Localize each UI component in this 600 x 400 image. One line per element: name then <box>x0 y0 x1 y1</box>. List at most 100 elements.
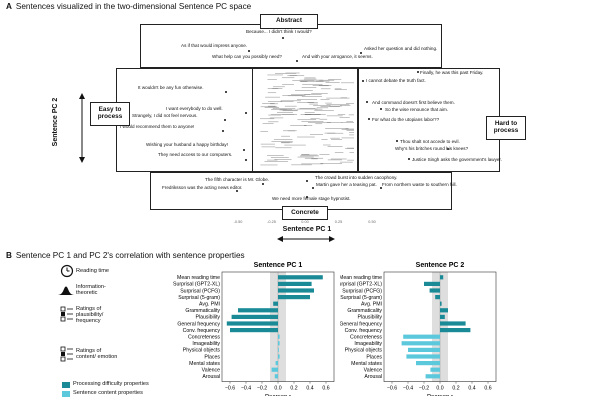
x-tick-label: -0.50 <box>234 220 243 224</box>
correlation-bar <box>278 334 280 339</box>
category-label: General frequency <box>340 321 382 327</box>
x-tick-label: −0.2 <box>419 386 429 392</box>
category-label: Surprisal (PCFG) <box>180 288 220 294</box>
sentence-point <box>262 183 265 186</box>
hard-sentence: Why's his britches round his knees? <box>395 146 469 151</box>
concrete-sentence: Martin gave her a teasing pat. <box>316 182 377 187</box>
category-label: Conv. frequency <box>345 328 383 334</box>
correlation-bar <box>230 328 278 333</box>
hard-sentence: I cannot debate the truth fact. <box>366 78 426 83</box>
group-label: Ratings of plausibility/ frequency <box>76 306 104 325</box>
panel-b-letter: B <box>6 251 12 260</box>
correlation-bar <box>278 347 279 352</box>
correlation-bar <box>401 341 440 346</box>
x-tick-label: −0.4 <box>403 386 413 392</box>
legend-label-processing: Processing difficulty properties <box>73 381 149 387</box>
category-label: Imageability <box>354 341 382 347</box>
category-label: Surprisal (5-gram) <box>178 295 220 301</box>
sentence-point <box>396 140 399 143</box>
category-label: Plausibility <box>357 315 382 321</box>
x-tick-label: 0.2 <box>452 386 459 392</box>
sentence-point <box>360 52 363 55</box>
legend-swatch-processing <box>62 382 70 388</box>
panel-b-heading: Sentence PC 1 and PC 2's correlation wit… <box>15 251 245 260</box>
x-tick-label: 0.00 <box>301 220 308 224</box>
category-label: Surprisal (GPT2-XL) <box>340 282 382 288</box>
category-label: Concreteness <box>350 335 382 341</box>
legend-label-content: Sentence content properties <box>73 390 143 396</box>
clock-icon <box>60 264 74 278</box>
category-label: Valence <box>202 368 220 374</box>
category-label: Mental states <box>351 361 382 367</box>
x-tick-label: 0.4 <box>468 386 475 392</box>
y-axis-arrow <box>79 93 85 163</box>
sentence-point <box>224 119 227 122</box>
correlation-bar <box>275 361 278 366</box>
concrete-sentence: The fifth character is Mr. Globe. <box>205 177 270 182</box>
x-tick-label: -0.25 <box>267 220 276 224</box>
concrete-sentence: The crowd burst into sudden cacophony. <box>315 175 398 180</box>
abstract-sentence: Because... I didn't think I would? <box>246 29 312 34</box>
correlation-bar <box>278 341 280 346</box>
sentence-point <box>380 108 383 111</box>
chart-title: Sentence PC 1 <box>254 262 303 269</box>
sentence-point <box>236 190 239 193</box>
x-tick-label: 0.25 <box>335 220 342 224</box>
x-tick-label: −0.6 <box>387 386 397 392</box>
sentence-point <box>248 50 251 53</box>
panel-a-heading: Sentences visualized in the two-dimensio… <box>15 2 252 11</box>
concrete-sentence: We need more female stage hypnotist. <box>272 196 351 201</box>
correlation-bar <box>406 354 440 359</box>
group-label: Ratings of content/ emotion <box>76 348 118 361</box>
chart-title: Sentence PC 2 <box>416 262 465 269</box>
sentence-point <box>408 158 411 161</box>
x-axis-title: Pearson r <box>427 395 453 396</box>
correlation-bar <box>271 367 278 372</box>
correlation-bar <box>416 361 440 366</box>
easy-sentence: They need access to our computers. <box>158 152 233 157</box>
x-tick-label: −0.6 <box>225 386 235 392</box>
correlation-bar <box>435 295 440 300</box>
category-label: Physical objects <box>183 348 221 354</box>
correlation-bar <box>424 281 440 286</box>
y-axis-label: Sentence PC 2 <box>52 97 59 147</box>
correlation-bar <box>278 354 280 359</box>
category-label: Imageability <box>192 341 220 347</box>
easy-sentence: I want everybody to do well. <box>166 106 223 111</box>
category-label: Grammaticality <box>185 308 220 314</box>
concrete-label: Concrete <box>282 206 328 220</box>
category-label: Surprisal (PCFG) <box>342 288 382 294</box>
hard-sentence-box <box>358 68 500 172</box>
sentence-point <box>306 196 309 199</box>
correlation-bar <box>440 275 444 280</box>
sentence-point <box>366 101 369 104</box>
easy-sentence-box <box>116 68 254 172</box>
concrete-sentence: From northern waste to southern hill. <box>382 182 457 187</box>
correlation-bar <box>278 288 314 293</box>
easy-sentence: Strangely, I did not feel nervous. <box>132 113 198 118</box>
category-label: Avg. PMI <box>361 302 382 308</box>
sentence-point <box>225 91 228 94</box>
concrete-sentence-box <box>150 172 452 210</box>
x-tick-label: 0.6 <box>484 386 491 392</box>
correlation-bar <box>274 374 278 379</box>
category-label: Physical objects <box>345 348 383 354</box>
category-label: Places <box>204 354 220 360</box>
category-label: Surprisal (GPT2-XL) <box>173 282 220 288</box>
sentence-point <box>447 148 450 151</box>
category-label: Plausibility <box>195 315 220 321</box>
hard-label: Hard to process <box>486 116 526 140</box>
abstract-label: Abstract <box>260 14 318 29</box>
easy-sentence: I would recommend them to anyone! <box>120 124 195 129</box>
x-axis-label: Sentence PC 1 <box>282 226 332 233</box>
category-label: Grammaticality <box>347 308 382 314</box>
rating-scale-icon <box>60 346 73 362</box>
rating-scale-icon <box>60 306 73 322</box>
correlation-bar <box>226 321 278 326</box>
sentence-point <box>362 80 365 83</box>
